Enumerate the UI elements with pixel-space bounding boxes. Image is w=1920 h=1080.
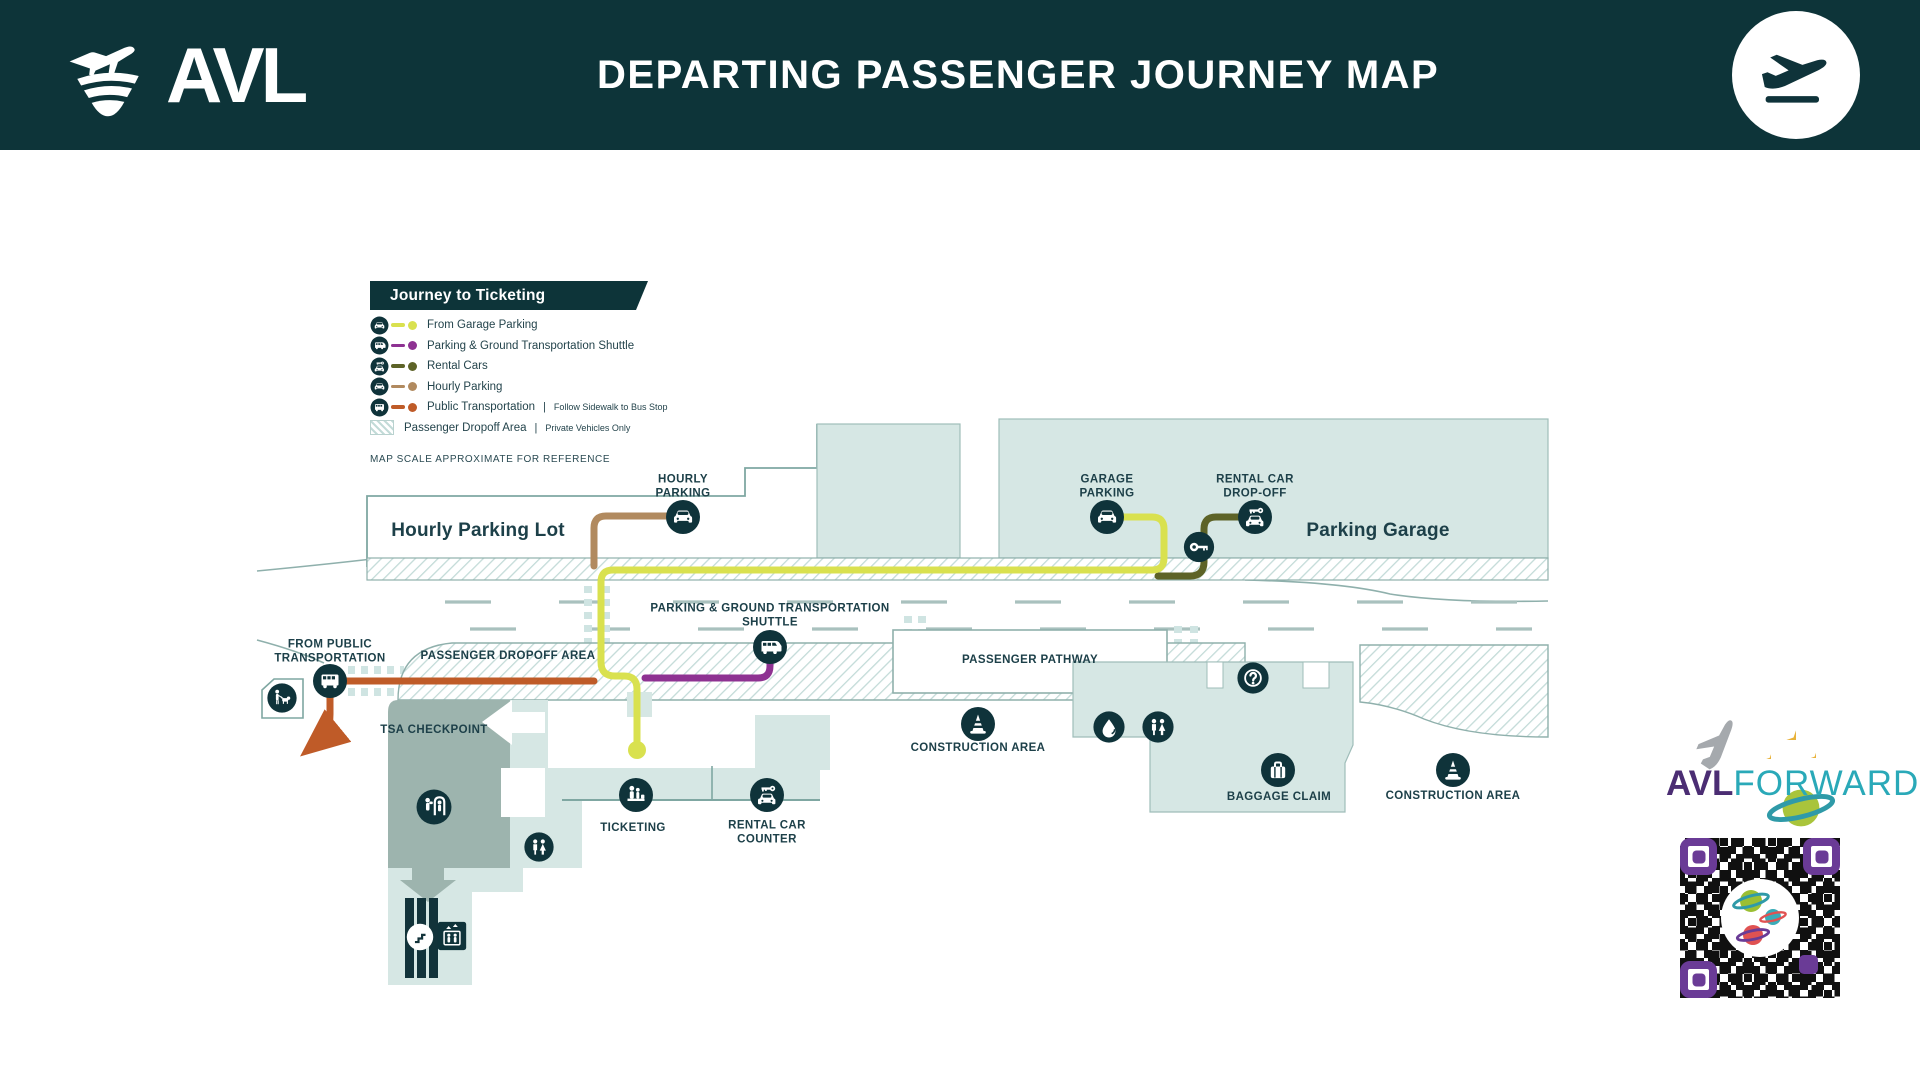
route-public-branch: [300, 690, 352, 757]
avl-logo-text: AVL: [166, 31, 308, 119]
sparkle-icon: [1804, 746, 1816, 758]
shuttle-icon: [752, 629, 788, 665]
forward-plane-icon: [1696, 720, 1733, 770]
legend-item-public: Public Transportation | Follow Sidewalk …: [370, 399, 670, 415]
shuttle-label: PARKING & GROUND TRANSPORTATION SHUTTLE: [650, 602, 890, 629]
elevator-icon: [437, 921, 467, 951]
hourly-parking-label: HOURLY PARKING: [655, 473, 711, 500]
passenger-pathway-label: PASSENGER PATHWAY: [961, 653, 1099, 666]
rental-car-counter-label: RENTAL CAR COUNTER: [728, 819, 806, 846]
sparkle-icon: [1774, 718, 1796, 740]
hourly-parking-lot-label: Hourly Parking Lot: [391, 520, 565, 542]
legend-item-shuttle: Parking & Ground Transportation Shuttle: [370, 338, 670, 354]
hatch-swatch: [370, 420, 394, 435]
qr-finder-icon: [1680, 961, 1717, 998]
bus-icon: [370, 398, 389, 417]
avl-logo: AVL: [60, 27, 308, 123]
tsa-direction-arrow: [482, 700, 545, 745]
qr-code: [1680, 838, 1840, 998]
garage-parking-label: GARAGE PARKING: [1079, 473, 1135, 500]
legend-item-hourly: Hourly Parking: [370, 379, 670, 395]
baggage-claim-icon: [1260, 752, 1296, 788]
rental-car-dropoff-icon: [1237, 499, 1273, 535]
construction-area-label-1: CONSTRUCTION AREA: [910, 741, 1046, 754]
construction-area-label-2: CONSTRUCTION AREA: [1385, 789, 1521, 802]
legend-item-garage: From Garage Parking: [370, 317, 670, 333]
route-hourly-parking: [590, 512, 672, 570]
legend-item-dropoff: Passenger Dropoff Area | Private Vehicle…: [370, 420, 670, 436]
construction-cone-icon-1: [960, 706, 996, 742]
tsa-checkpoint-region: [388, 700, 510, 868]
departures-badge: [1732, 11, 1860, 139]
tsa-scanner-icon: [416, 789, 453, 826]
route-endpoint-dot: [628, 741, 646, 759]
down-arrow: [400, 862, 456, 902]
pet-relief-icon: [267, 683, 298, 714]
map-scale-note: MAP SCALE APPROXIMATE FOR REFERENCE: [370, 453, 611, 465]
key-icon: [1183, 531, 1215, 563]
baggage-claim-label: BAGGAGE CLAIM: [1226, 790, 1332, 803]
car-key-icon: [370, 357, 389, 376]
ticketing-counter-icon: [618, 777, 654, 813]
passenger-dropoff-area-label: PASSENGER DROPOFF AREA: [420, 649, 596, 662]
from-public-transportation-label: FROM PUBLIC TRANSPORTATION: [274, 638, 386, 665]
avl-emblem-icon: [60, 27, 156, 123]
tsa-checkpoint-label: TSA CHECKPOINT: [380, 723, 488, 736]
ticketing-label: TICKETING: [600, 821, 666, 834]
car-icon: [370, 377, 389, 396]
qr-alignment-icon: [1799, 955, 1818, 974]
legend-title: Journey to Ticketing: [370, 281, 648, 310]
route-shuttle: [641, 656, 774, 682]
car-icon: [370, 316, 389, 335]
qr-center-art: [1721, 879, 1799, 957]
baggage-notch-1: [1206, 661, 1224, 689]
legend-item-rental: Rental Cars: [370, 358, 670, 374]
construction-cone-icon-2: [1435, 752, 1471, 788]
parking-garage-west-block: [816, 423, 961, 559]
route-garage-parking: [597, 513, 1168, 748]
info-icon: [1237, 662, 1270, 695]
page-title: DEPARTING PASSENGER JOURNEY MAP: [597, 52, 1440, 97]
right-sidewalk-hatch: [1359, 644, 1549, 738]
restroom-icon-terminal: [524, 832, 555, 863]
avl-forward-logo: AVLFORWARD: [1662, 706, 1918, 828]
shuttle-icon: [370, 336, 389, 355]
header: AVL DEPARTING PASSENGER JOURNEY MAP: [0, 0, 1920, 150]
sparkle-icon: [1760, 748, 1771, 759]
rental-counter-icon: [749, 777, 785, 813]
parking-garage-label: Parking Garage: [1306, 520, 1450, 542]
legend: Journey to Ticketing From Garage Parking…: [370, 281, 670, 465]
qr-finder-icon: [1803, 838, 1840, 875]
garage-parking-car-icon: [1089, 499, 1125, 535]
parking-garage-region: [998, 418, 1549, 559]
escalator-icon: [406, 923, 434, 951]
water-fountain-icon: [1093, 711, 1126, 744]
public-bus-icon: [312, 663, 348, 699]
plane-takeoff-icon: [1750, 29, 1842, 121]
rental-car-dropoff-label: RENTAL CAR DROP-OFF: [1216, 473, 1294, 500]
baggage-notch-2: [1302, 661, 1330, 689]
qr-finder-icon: [1680, 838, 1717, 875]
restroom-icon-baggage: [1142, 711, 1175, 744]
avl-forward-wordmark: AVLFORWARD: [1666, 764, 1920, 803]
hourly-parking-car-icon: [665, 499, 701, 535]
